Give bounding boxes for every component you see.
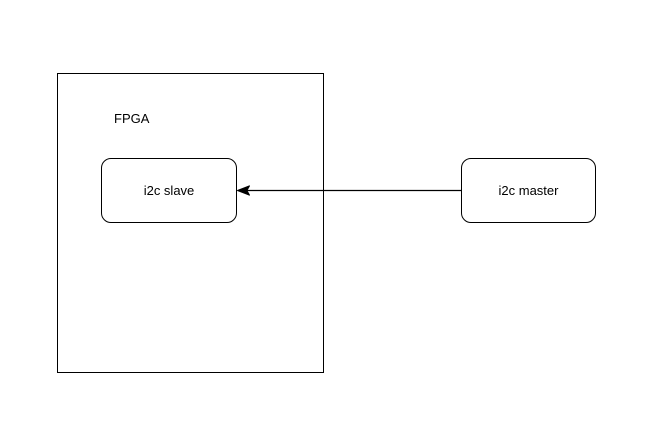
node-i2c-master-label: i2c master — [498, 183, 559, 198]
node-i2c-master[interactable]: i2c master — [461, 158, 596, 223]
fpga-container[interactable]: FPGA — [57, 73, 324, 373]
node-i2c-slave[interactable]: i2c slave — [101, 158, 237, 223]
node-i2c-slave-label: i2c slave — [143, 183, 195, 198]
fpga-container-label: FPGA — [114, 111, 150, 126]
